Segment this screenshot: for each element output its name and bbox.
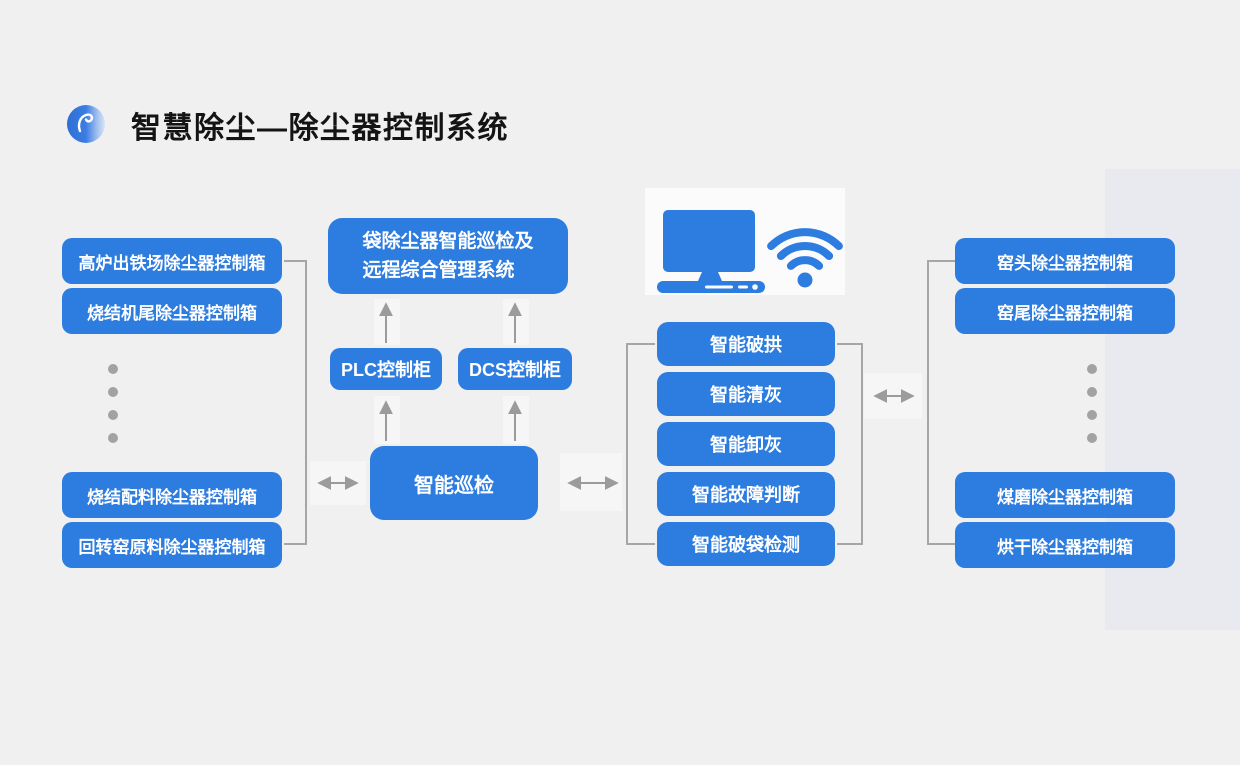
node-management-system: 袋除尘器智能巡检及 远程综合管理系统 (328, 218, 568, 294)
management-line2: 远程综合管理系统 (362, 260, 515, 281)
management-line1: 袋除尘器智能巡检及 (362, 230, 534, 252)
node-smart-ash-cleaning: 智能清灰 (657, 372, 835, 416)
dot (1087, 410, 1097, 420)
node-dcs-cabinet: DCS控制柜 (458, 348, 572, 390)
node-sinter-batching-box: 烧结配料除尘器控制箱 (62, 472, 282, 518)
wifi-icon (767, 228, 843, 288)
node-plc-cabinet: PLC控制柜 (330, 348, 442, 390)
ellipsis-dots-right (1087, 364, 1097, 443)
ellipsis-dots-left (108, 364, 118, 443)
node-coal-mill-box: 煤磨除尘器控制箱 (955, 472, 1175, 518)
dot (108, 387, 118, 397)
node-rotary-kiln-raw-material-box: 回转窑原料除尘器控制箱 (62, 522, 282, 568)
page-title: 智慧除尘—除尘器控制系统 (131, 112, 509, 145)
node-kiln-head-box: 窑头除尘器控制箱 (955, 238, 1175, 284)
device-card (645, 188, 845, 295)
dot (1087, 433, 1097, 443)
node-kiln-tail-box: 窑尾除尘器控制箱 (955, 288, 1175, 334)
node-smart-fault-diagnosis: 智能故障判断 (657, 472, 835, 516)
dot (1087, 364, 1097, 374)
dot (108, 433, 118, 443)
brand-logo-icon (66, 104, 106, 144)
dot (1087, 387, 1097, 397)
dot (108, 410, 118, 420)
node-smart-arch-breaking: 智能破拱 (657, 322, 835, 366)
management-system-label: 袋除尘器智能巡检及 远程综合管理系统 (362, 227, 533, 286)
node-blast-furnace-cast-house-box: 高炉出铁场除尘器控制箱 (62, 238, 282, 284)
computer-icon (657, 210, 765, 293)
node-sinter-machine-tail-box: 烧结机尾除尘器控制箱 (62, 288, 282, 334)
dot (108, 364, 118, 374)
node-smart-ash-unloading: 智能卸灰 (657, 422, 835, 466)
node-drying-box: 烘干除尘器控制箱 (955, 522, 1175, 568)
node-smart-bag-break-detection: 智能破袋检测 (657, 522, 835, 566)
node-smart-patrol: 智能巡检 (370, 446, 538, 520)
